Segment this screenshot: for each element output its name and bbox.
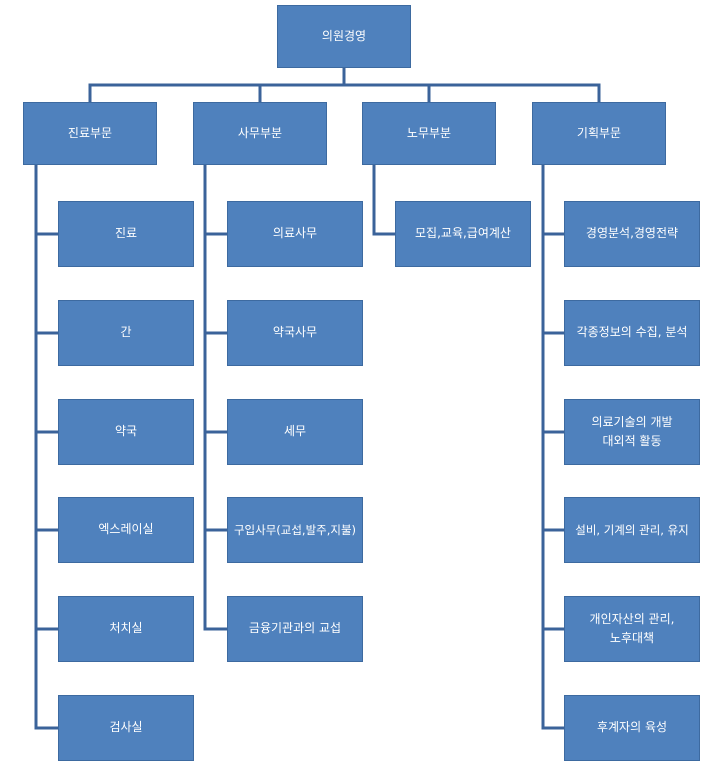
item-clinical-0: 진료	[58, 201, 194, 267]
item-label: 엑스레이실	[98, 522, 154, 537]
dept-label: 노무부분	[406, 125, 452, 140]
dept-label: 기획부문	[576, 125, 622, 140]
item-label: 약국사무	[272, 325, 318, 340]
item-clinical-1: 간	[58, 300, 194, 366]
item-planning-0: 경영분석,경영전략	[564, 201, 700, 267]
item-label: 후계자의 육성	[596, 720, 668, 735]
root-box: 의원경영	[277, 5, 411, 68]
item-label: 금융기관과의 교섭	[248, 621, 342, 636]
item-clinical-3: 엑스레이실	[58, 497, 194, 563]
item-office-0: 의료사무	[227, 201, 363, 267]
dept-label: 진료부문	[67, 125, 113, 140]
item-clinical-2: 약국	[58, 399, 194, 465]
item-planning-4: 개인자산의 관리, 노후대책	[564, 596, 700, 662]
item-label: 모집,교육,급여계산	[415, 226, 511, 241]
item-planning-3: 설비, 기계의 관리, 유지	[564, 497, 700, 563]
dept-planning: 기획부문	[532, 102, 666, 165]
item-label: 의료사무	[272, 226, 318, 241]
item-label: 경영분석,경영전략	[585, 226, 679, 241]
item-label: 설비, 기계의 관리, 유지	[575, 522, 689, 537]
item-clinical-5: 검사실	[58, 695, 194, 761]
item-planning-2: 의료기술의 개발 대외적 활동	[564, 399, 700, 465]
item-label: 구입사무(교섭,발주,지불)	[233, 522, 357, 537]
item-office-4: 금융기관과의 교섭	[227, 596, 363, 662]
item-label: 각종정보의 수집, 분석	[576, 325, 688, 340]
item-label: 세무	[283, 424, 307, 439]
dept-clinical: 진료부문	[23, 102, 157, 165]
item-labor-0: 모집,교육,급여계산	[395, 201, 531, 267]
dept-office: 사무부분	[193, 102, 327, 165]
dept-label: 사무부분	[237, 125, 283, 140]
item-office-2: 세무	[227, 399, 363, 465]
item-office-3: 구입사무(교섭,발주,지불)	[227, 497, 363, 563]
item-label: 개인자산의 관리, 노후대책	[589, 611, 675, 645]
root-label: 의원경영	[321, 28, 367, 43]
item-label: 간	[120, 325, 132, 340]
item-office-1: 약국사무	[227, 300, 363, 366]
item-label: 약국	[114, 424, 138, 439]
item-label: 처치실	[109, 621, 143, 636]
item-label: 의료기술의 개발 대외적 활동	[591, 414, 673, 448]
item-planning-1: 각종정보의 수집, 분석	[564, 300, 700, 366]
item-planning-5: 후계자의 육성	[564, 695, 700, 761]
dept-labor: 노무부분	[362, 102, 496, 165]
item-label: 진료	[114, 226, 138, 241]
item-label: 검사실	[109, 720, 143, 735]
item-clinical-4: 처치실	[58, 596, 194, 662]
